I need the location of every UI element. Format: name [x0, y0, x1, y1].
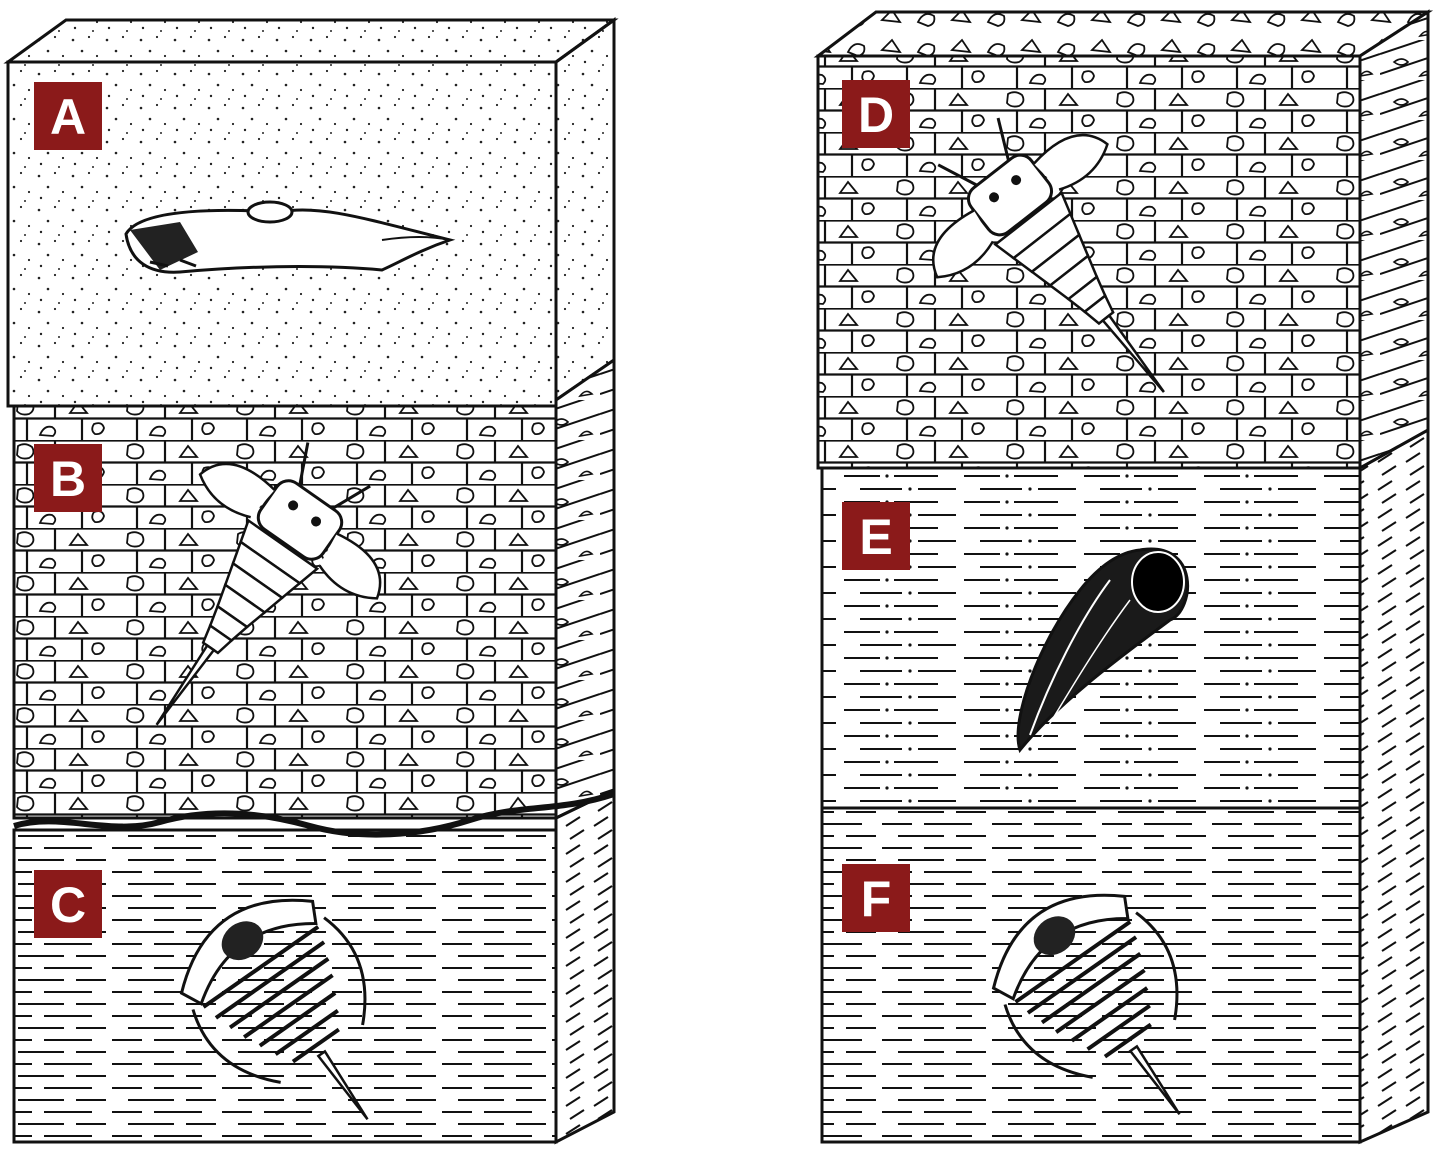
right-rock-column: D E F	[813, 9, 1434, 1145]
layer-label-b-text: B	[50, 451, 86, 507]
layer-label-f: F	[842, 864, 910, 932]
eurypterid-fossil-icon	[932, 117, 1165, 393]
layer-label-f-text: F	[861, 871, 892, 927]
layer-label-a: A	[34, 82, 102, 150]
right-column-top-face	[813, 10, 1434, 58]
layer-label-e-text: E	[859, 509, 892, 565]
left-column-side-shale	[554, 787, 616, 1145]
layer-label-e: E	[842, 502, 910, 570]
left-rock-column: A B C	[3, 17, 619, 1145]
layer-c-shale	[12, 828, 558, 1144]
layer-label-d: D	[842, 80, 910, 148]
layer-label-b: B	[34, 444, 102, 512]
eurypterid-fossil-icon	[155, 442, 382, 726]
layer-label-c-text: C	[50, 877, 86, 933]
layer-b-limestone	[12, 404, 558, 820]
trilobite-fossil-icon	[179, 898, 369, 1121]
fish-fossil-icon	[124, 200, 456, 274]
layer-label-d-text: D	[858, 87, 894, 143]
horn-coral-fossil-icon	[1016, 547, 1189, 754]
right-column-side-limestone	[1358, 9, 1430, 471]
left-column-top-face	[3, 18, 619, 64]
trilobite-fossil-icon	[991, 893, 1181, 1116]
left-column-side-sandstone	[554, 17, 616, 403]
layer-label-c: C	[34, 870, 102, 938]
right-column-front-outline	[820, 466, 1362, 1144]
layer-f-shale	[822, 808, 1360, 1142]
unconformity-line	[13, 791, 615, 838]
layer-label-a-text: A	[50, 89, 86, 145]
right-column-side-lower	[1358, 427, 1430, 1145]
left-column-side-limestone	[554, 357, 616, 821]
